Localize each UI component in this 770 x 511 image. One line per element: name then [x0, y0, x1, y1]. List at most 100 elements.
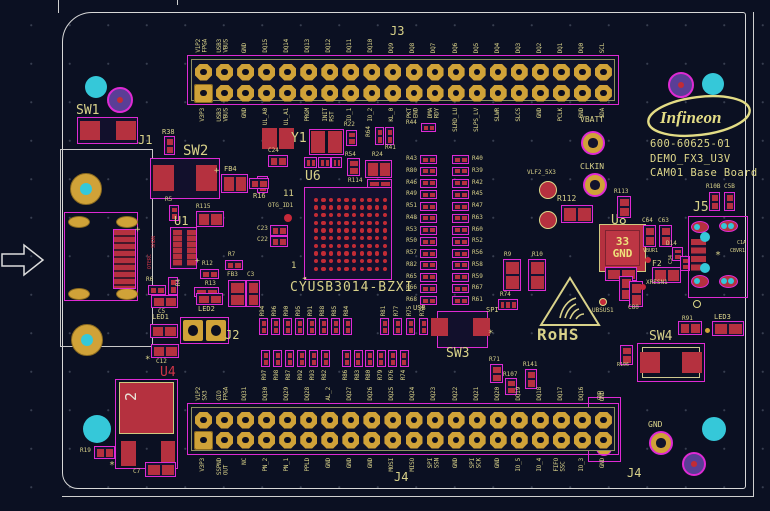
u6-bga-ball[interactable]: [344, 236, 349, 241]
u6-bga-ball[interactable]: [321, 266, 326, 272]
res-r91[interactable]: [307, 318, 316, 335]
led3[interactable]: [712, 321, 744, 336]
j1-pad[interactable]: [68, 288, 90, 300]
c80[interactable]: [629, 281, 643, 307]
res-r73[interactable]: [419, 318, 428, 335]
header-j4-pin[interactable]: [552, 431, 570, 449]
header-j3-pin[interactable]: [237, 63, 255, 81]
r24[interactable]: [365, 160, 392, 178]
fiducial[interactable]: [668, 72, 694, 98]
r44[interactable]: [421, 123, 436, 132]
r19[interactable]: [94, 446, 115, 459]
testpoint-gnd[interactable]: [649, 431, 673, 455]
header-j4-pin[interactable]: [594, 431, 612, 449]
silk-dot[interactable]: [704, 327, 710, 333]
xresn1-via[interactable]: [640, 284, 646, 290]
pad[interactable]: [262, 128, 277, 149]
u6-bga-ball[interactable]: [359, 228, 365, 233]
j1-pad[interactable]: [116, 216, 138, 228]
usb-mount-hole[interactable]: [70, 173, 102, 205]
c23[interactable]: [270, 225, 288, 236]
header-j4-pin[interactable]: [552, 411, 570, 429]
header-j3-pin[interactable]: [300, 63, 318, 81]
r71[interactable]: [490, 364, 503, 383]
header-j4-pin[interactable]: [216, 411, 234, 429]
res-r47[interactable]: [452, 202, 469, 211]
res-r97[interactable]: [261, 350, 270, 367]
u6-bga-ball[interactable]: [344, 220, 349, 225]
r107[interactable]: [505, 378, 517, 395]
u6-bga-ball[interactable]: [359, 212, 365, 218]
board-outline[interactable]: [62, 12, 746, 489]
j5-pad-dot[interactable]: [728, 223, 734, 229]
r64[interactable]: [375, 127, 384, 145]
led1[interactable]: [150, 324, 178, 338]
header-j3-outline[interactable]: [187, 55, 619, 105]
header-j4-pin[interactable]: [195, 411, 212, 429]
u6-bga-ball[interactable]: [359, 205, 365, 210]
j2-pad[interactable]: [206, 320, 226, 341]
j5-pad-dot[interactable]: [721, 278, 727, 284]
header-j3-pin[interactable]: [342, 63, 360, 81]
res-r66[interactable]: [420, 284, 437, 294]
res-r60[interactable]: [452, 225, 469, 235]
j5-hole[interactable]: [700, 232, 710, 242]
u6-bga-ball[interactable]: [367, 212, 372, 218]
c22[interactable]: [270, 236, 288, 247]
j5-pad-dot[interactable]: [694, 278, 700, 284]
header-j3-pin[interactable]: [216, 84, 234, 102]
header-j3-pin[interactable]: [552, 63, 570, 81]
u6-bga-ball[interactable]: [321, 205, 326, 210]
header-j4-pin[interactable]: [405, 411, 423, 429]
u6-bga-ball[interactable]: [352, 228, 357, 233]
res-r48[interactable]: [420, 213, 437, 223]
d14[interactable]: [672, 247, 683, 261]
r113[interactable]: [617, 196, 631, 218]
u6-bga-ball[interactable]: [359, 220, 365, 225]
u6-bga-ball[interactable]: [352, 259, 357, 264]
res-r39[interactable]: [452, 166, 469, 176]
header-j4-pin[interactable]: [342, 411, 360, 429]
res-r82[interactable]: [321, 350, 330, 367]
res-r88[interactable]: [319, 318, 328, 335]
res-r52[interactable]: [452, 237, 469, 247]
header-j4-pin[interactable]: [363, 411, 381, 429]
u6-bga-ball[interactable]: [352, 212, 357, 218]
header-j3-pin[interactable]: [489, 84, 507, 102]
u1-body[interactable]: [170, 227, 197, 269]
u6-bga-ball[interactable]: [352, 266, 357, 272]
r141[interactable]: [525, 369, 537, 389]
testpoint-vbatt[interactable]: [581, 131, 605, 155]
u6-bga-ball[interactable]: [382, 212, 388, 218]
u6-bga-ball[interactable]: [336, 243, 341, 249]
c3[interactable]: [246, 280, 260, 307]
y1-outline[interactable]: [309, 129, 344, 155]
u6-bga-ball[interactable]: [359, 266, 365, 272]
res-r63[interactable]: [452, 213, 469, 223]
cap[interactable]: [331, 157, 342, 168]
header-j4-pin[interactable]: [279, 431, 297, 449]
header-j3-pin[interactable]: [194, 83, 213, 103]
sw3-pad[interactable]: [473, 318, 490, 336]
u6-bga-ball[interactable]: [313, 259, 318, 264]
header-j4-pin[interactable]: [447, 431, 465, 449]
header-j4-pin[interactable]: [573, 431, 591, 449]
res-r81[interactable]: [380, 318, 389, 335]
u4-tab[interactable]: [119, 382, 174, 434]
header-j4-pin[interactable]: [194, 430, 213, 450]
u6-bga-ball[interactable]: [336, 259, 341, 264]
header-j4-outline[interactable]: [187, 403, 619, 455]
u6-bga-ball[interactable]: [382, 259, 388, 264]
u6-bga-ball[interactable]: [313, 251, 318, 256]
r74[interactable]: [498, 299, 518, 310]
y1-pad[interactable]: [311, 131, 325, 153]
c64[interactable]: [643, 225, 656, 247]
r9[interactable]: [503, 259, 521, 291]
sw2-pad[interactable]: [196, 165, 217, 191]
header-j4-pin[interactable]: [489, 431, 507, 449]
u6-bga-ball[interactable]: [313, 236, 318, 241]
c24[interactable]: [268, 155, 288, 167]
res-r53[interactable]: [420, 225, 437, 235]
u6-bga-ball[interactable]: [344, 259, 349, 264]
header-j4-pin[interactable]: [237, 431, 255, 449]
